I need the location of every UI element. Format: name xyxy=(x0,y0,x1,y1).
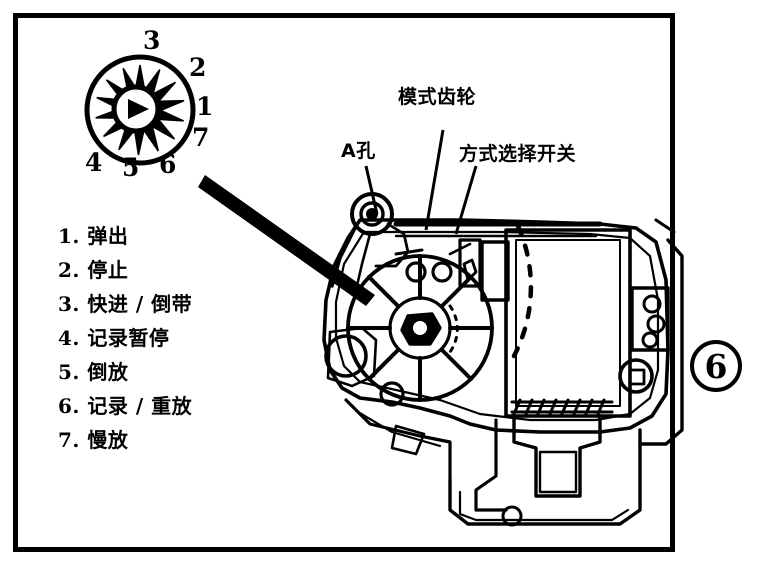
figure-number-6: 6 xyxy=(690,340,742,392)
figure-border xyxy=(13,13,675,552)
dial-position-7: 7 xyxy=(192,123,210,152)
legend-item-label: 倒放 xyxy=(87,360,129,384)
vcr-mechanism-drawing xyxy=(322,192,684,527)
legend-item-number: 4. xyxy=(58,326,80,350)
legend-item: 4. 记录暂停 xyxy=(58,321,273,355)
legend-item-number: 1. xyxy=(58,224,80,248)
dial-position-6: 6 xyxy=(159,150,177,179)
label-a-hole: A孔 xyxy=(341,140,376,162)
figure-number-text: 6 xyxy=(704,346,728,386)
mode-dial xyxy=(83,53,197,167)
dial-position-5: 5 xyxy=(122,153,140,182)
legend-item-number: 6. xyxy=(58,394,80,418)
label-mode-gear: 模式齿轮 xyxy=(398,86,477,108)
dial-position-2: 2 xyxy=(189,53,207,82)
legend-item-label: 记录 / 重放 xyxy=(87,394,193,418)
legend-item: 3. 快进 / 倒带 xyxy=(58,287,273,321)
legend-item: 2. 停止 xyxy=(58,253,273,287)
legend-item-label: 慢放 xyxy=(87,428,129,452)
legend-item-number: 7. xyxy=(58,428,80,452)
legend-item-label: 弹出 xyxy=(87,224,129,248)
legend-item: 5. 倒放 xyxy=(58,355,273,389)
dial-position-4: 4 xyxy=(85,148,103,177)
mode-legend-list: 1. 弹出 2. 停止 3. 快进 / 倒带 4. 记录暂停 5. 倒放 6. … xyxy=(58,219,273,457)
label-mode-select-switch: 方式选择开关 xyxy=(459,143,577,165)
legend-item-label: 快进 / 倒带 xyxy=(87,292,193,316)
legend-item: 7. 慢放 xyxy=(58,423,273,457)
legend-item-number: 2. xyxy=(58,258,80,282)
legend-item-number: 3. xyxy=(58,292,80,316)
dial-position-1: 1 xyxy=(196,92,214,121)
legend-item-label: 停止 xyxy=(87,258,129,282)
legend-item-label: 记录暂停 xyxy=(87,326,170,350)
dial-position-3: 3 xyxy=(143,26,161,55)
legend-item: 1. 弹出 xyxy=(58,219,273,253)
legend-item-number: 5. xyxy=(58,360,80,384)
legend-item: 6. 记录 / 重放 xyxy=(58,389,273,423)
